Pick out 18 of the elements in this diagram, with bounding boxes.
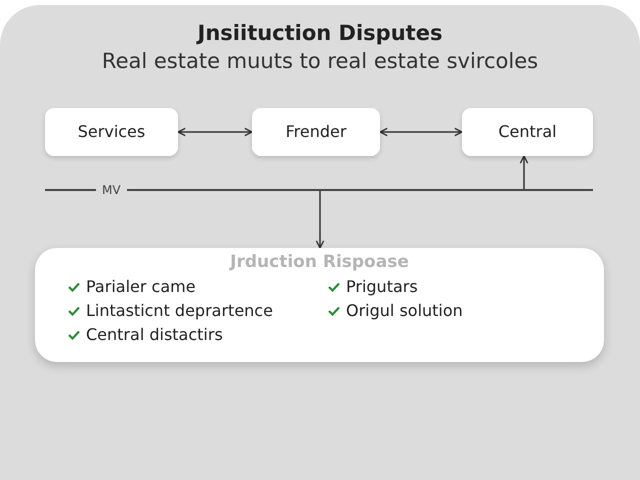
arrow [177, 128, 253, 136]
list-item: Lintasticnt deprartence [86, 300, 273, 322]
arrow [316, 190, 324, 249]
subtitle: Real estate muuts to real estate svircoles [100, 48, 540, 75]
list-item: Prigutars [346, 276, 418, 298]
list-item: Central distactirs [86, 324, 223, 346]
list-item: Parialer came [86, 276, 196, 298]
arrow [520, 155, 528, 190]
process-box: Frender [252, 108, 380, 156]
process-box: Services [45, 108, 178, 156]
bus-line [45, 189, 593, 191]
process-box: Central [462, 108, 593, 156]
list-item: Origul solution [346, 300, 463, 322]
background-panel [0, 5, 640, 480]
response-card [35, 248, 604, 362]
diagram-title: Jnsiituction Disputes [195, 20, 444, 47]
card-heading: Jrduction Rispoase [228, 251, 410, 274]
arrow [379, 128, 463, 136]
